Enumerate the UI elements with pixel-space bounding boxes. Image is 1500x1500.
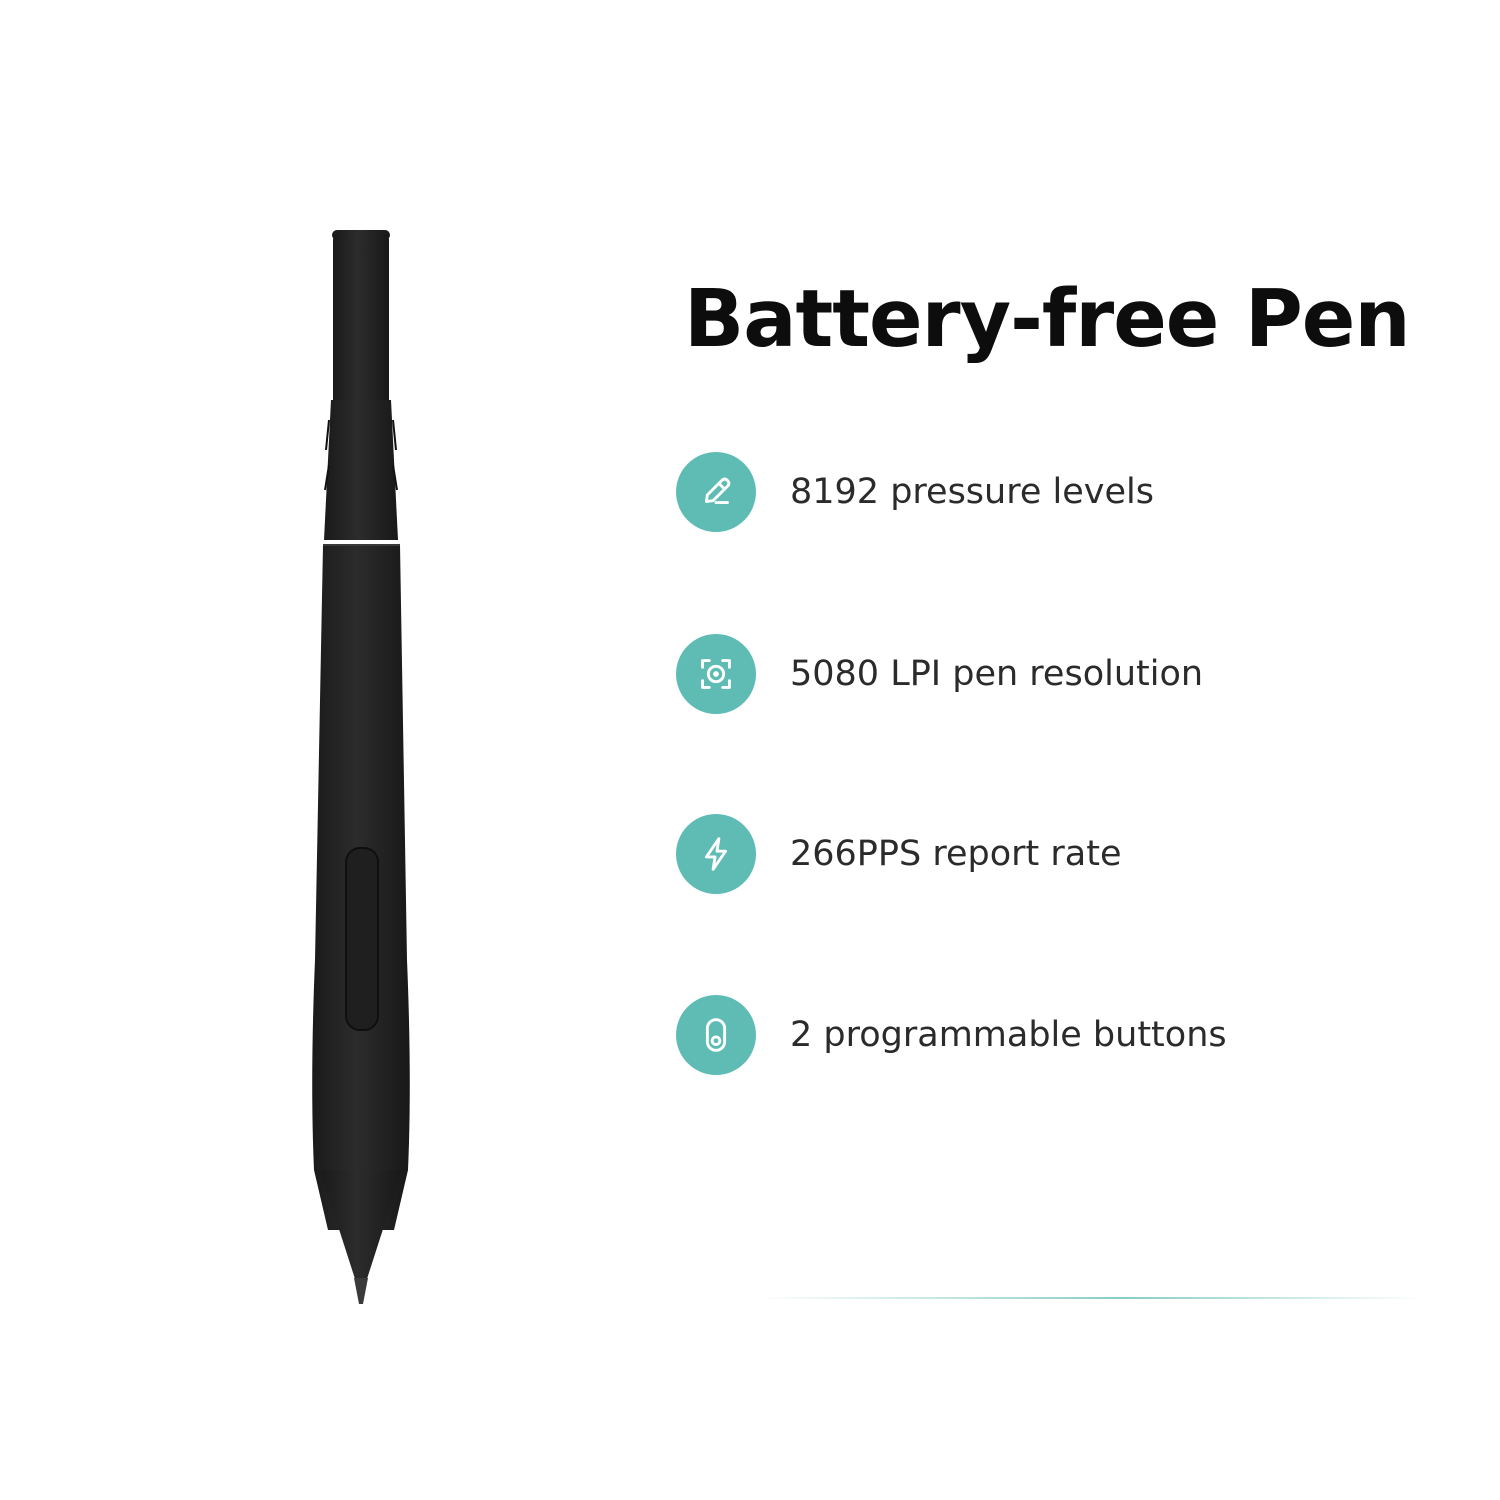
lightning-icon xyxy=(676,814,756,894)
stylus-pen-image xyxy=(312,230,410,1304)
feature-label: 8192 pressure levels xyxy=(790,472,1154,512)
decorative-floor-line xyxy=(760,1297,1420,1299)
feature-report-rate: 266PPS report rate xyxy=(676,814,1121,894)
feature-programmable-buttons: 2 programmable buttons xyxy=(676,995,1227,1075)
target-focus-icon xyxy=(676,634,756,714)
toggle-button-icon xyxy=(676,995,756,1075)
feature-pressure-levels: 8192 pressure levels xyxy=(676,452,1154,532)
feature-label: 2 programmable buttons xyxy=(790,1015,1227,1055)
pen-icon xyxy=(676,452,756,532)
feature-pen-resolution: 5080 LPI pen resolution xyxy=(676,634,1203,714)
headline: Battery-free Pen xyxy=(684,273,1411,365)
feature-label: 266PPS report rate xyxy=(790,834,1122,874)
feature-label: 5080 LPI pen resolution xyxy=(790,654,1204,694)
